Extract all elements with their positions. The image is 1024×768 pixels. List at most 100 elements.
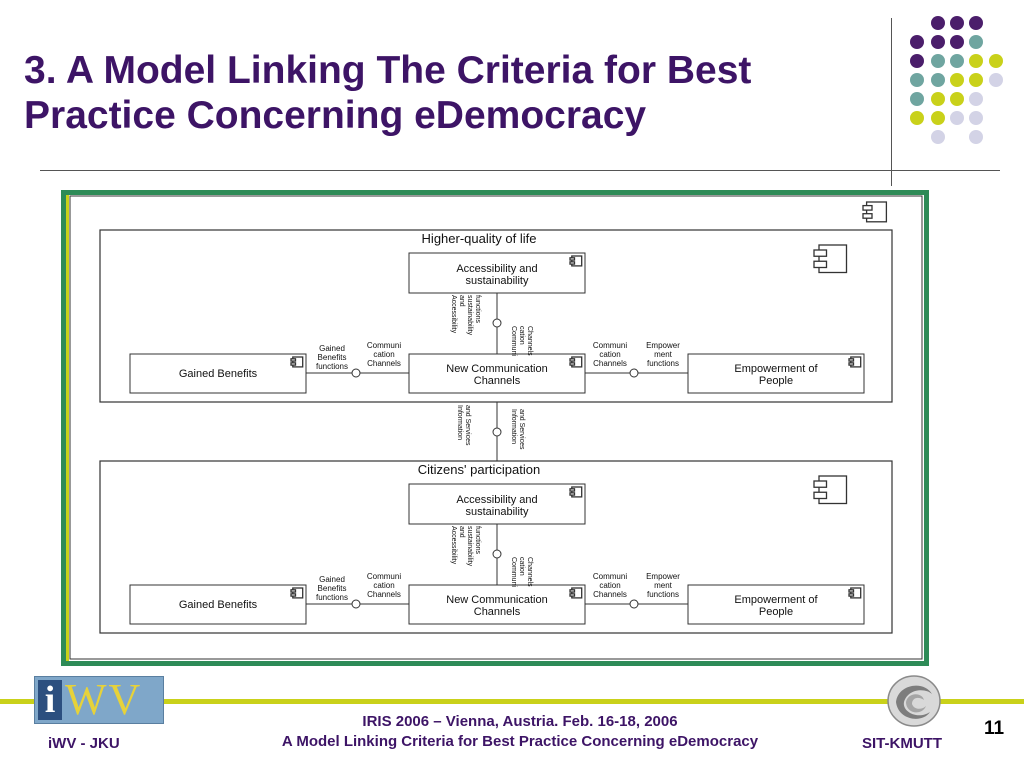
package-1-center-box-icon	[569, 356, 583, 368]
package-2-component-icon	[813, 475, 848, 505]
decorative-dot	[969, 35, 983, 49]
decorative-dot	[931, 73, 945, 87]
package-1-title: Higher-quality of life	[422, 231, 537, 246]
slide-title-line-2: Practice Concerning eDemocracy	[24, 94, 647, 137]
decorative-dot	[950, 73, 964, 87]
decorative-dot	[950, 16, 964, 30]
decorative-dot	[931, 111, 945, 125]
package-1-vertical-label-right-text: CommunicationChannels	[510, 326, 533, 356]
vertical-divider	[891, 18, 892, 186]
package-1-vertical-label-left-text: Accessibilityandsustainabilityfunctions	[450, 295, 481, 336]
package-1-vertical-lollipop	[492, 318, 502, 328]
iwv-logo-i: i	[38, 680, 62, 720]
decorative-dot	[931, 35, 945, 49]
sit-kmutt-logo-icon	[887, 675, 941, 727]
package-2-right-box-icon	[848, 587, 862, 599]
package-1-right-box-icon	[848, 356, 862, 368]
package-1-left-box-icon	[290, 356, 304, 368]
package-2-center-box-icon	[569, 587, 583, 599]
package-2-top-box	[408, 483, 586, 525]
decorative-dot	[969, 111, 983, 125]
slide-title-line-1: 3. A Model Linking The Criteria for Best	[24, 49, 752, 92]
package-2-left-box-icon	[290, 587, 304, 599]
decorative-dot	[910, 73, 924, 87]
package-link-label-left: Informationand Services	[456, 405, 471, 446]
package-1-right-lollipop	[629, 368, 639, 378]
package-2-center-box	[408, 584, 586, 625]
package-2-left-box	[129, 584, 307, 625]
decorative-dot	[969, 54, 983, 68]
decorative-dot	[910, 54, 924, 68]
package-2-vertical-label-left-text: Accessibilityandsustainabilityfunctions	[450, 526, 481, 567]
package-link-label-right: Informationand Services	[510, 409, 525, 450]
footer-right-label: SIT-KMUTT	[862, 735, 942, 752]
decorative-dot	[931, 92, 945, 106]
package-link-label-right-text: Informationand Services	[510, 409, 525, 450]
footer-center: IRIS 2006 – Vienna, Austria. Feb. 16-18,…	[215, 712, 825, 752]
package-link-label-left-text: Informationand Services	[456, 405, 471, 446]
package-1-component-icon	[813, 244, 848, 274]
decorative-dot-grid	[910, 16, 1003, 144]
footer-rule	[0, 699, 1024, 704]
footer-left-label: iWV - JKU	[48, 735, 120, 752]
package-2-vertical-label-right: CommunicationChannels	[510, 557, 533, 587]
decorative-dot	[910, 35, 924, 49]
package-2-right-box	[687, 584, 865, 625]
decorative-dot	[969, 92, 983, 106]
package-2-vertical-label-left: Accessibilityandsustainabilityfunctions	[450, 526, 481, 567]
package-2-vertical-label-right-text: CommunicationChannels	[510, 557, 533, 587]
diagram-frame: eDemocracy Higher-quality of lifeAccessi…	[61, 190, 929, 666]
package-2-right-lollipop	[629, 599, 639, 609]
package-2-vertical-lollipop	[492, 549, 502, 559]
package-2-title: Citizens' participation	[418, 462, 540, 477]
package-1-left-lollipop	[351, 368, 361, 378]
decorative-dot	[931, 16, 945, 30]
package-1-left-box-label: Gained Benefits	[179, 368, 258, 380]
package-1-vertical-label-right: CommunicationChannels	[510, 326, 533, 356]
footer-center-line-1: IRIS 2006 – Vienna, Austria. Feb. 16-18,…	[362, 713, 678, 730]
decorative-dot	[950, 35, 964, 49]
page-number: 11	[984, 718, 1005, 739]
decorative-dot	[931, 54, 945, 68]
decorative-dot	[950, 54, 964, 68]
iwv-logo-wv: WV	[65, 675, 143, 724]
package-link-lollipop	[492, 427, 502, 437]
decorative-dot	[969, 130, 983, 144]
outer-package-component-icon	[862, 201, 888, 223]
uml-component-diagram: eDemocracy Higher-quality of lifeAccessi…	[69, 195, 923, 660]
decorative-dot	[989, 73, 1003, 87]
package-1-top-box	[408, 252, 586, 294]
decorative-dot	[969, 73, 983, 87]
diagram-canvas: eDemocracy Higher-quality of lifeAccessi…	[66, 195, 924, 661]
package-1-top-box-icon	[569, 255, 583, 267]
package-2-left-box-label: Gained Benefits	[179, 599, 258, 611]
package-2-left-lollipop	[351, 599, 361, 609]
decorative-dot	[950, 111, 964, 125]
slide-title: 3. A Model Linking The Criteria for Best…	[24, 48, 894, 138]
footer-center-line-2: A Model Linking Criteria for Best Practi…	[281, 733, 759, 750]
package-2-top-box-icon	[569, 486, 583, 498]
decorative-dot	[910, 92, 924, 106]
decorative-dot	[950, 92, 964, 106]
package-1-right-box	[687, 353, 865, 394]
decorative-dot	[969, 16, 983, 30]
decorative-dot	[910, 111, 924, 125]
package-1-left-box	[129, 353, 307, 394]
title-divider	[40, 170, 1000, 171]
decorative-dot	[989, 54, 1003, 68]
iwv-logo: i WV	[34, 676, 164, 724]
decorative-dot	[931, 130, 945, 144]
